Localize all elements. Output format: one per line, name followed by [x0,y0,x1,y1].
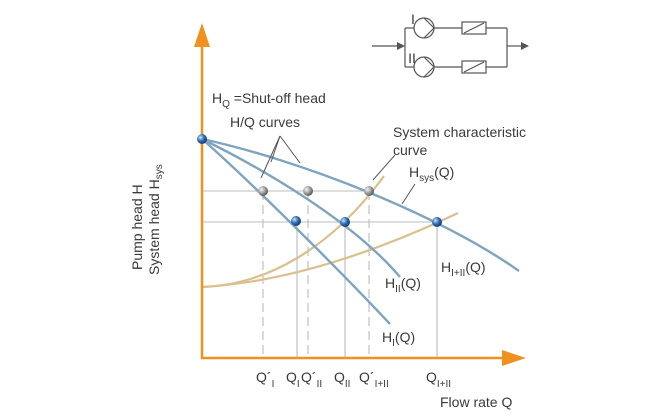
system-leader [372,154,396,181]
schematic-inlet-arrow [397,42,405,50]
axes [194,23,526,366]
point-q2-prime [303,186,313,196]
system-curve-steep [201,175,385,289]
shutoff-point [197,134,207,144]
hsys-leader [401,183,416,205]
x-axis-title: Flow rate Q [440,394,512,410]
system-curve-label-2: curve [393,142,427,158]
point-q1-prime [258,186,268,196]
pump-curves [201,137,520,325]
point-q12-prime [364,186,374,196]
y-axis-arrow [194,23,210,47]
shutoff-label: HQ =Shut-off head [212,90,326,110]
tick-q1-prime: Q´I [256,369,274,390]
horizontal-guides [202,190,438,223]
pump-2-symbol [413,56,435,78]
y-axis-title: Pump head H [129,184,145,270]
curve-h2 [201,137,401,278]
y-label-line2: System head Hsys [146,164,165,275]
tick-q2-prime: Q´II [301,369,322,390]
label-h2: HII(Q) [385,275,421,295]
hq-curves-label: H/Q curves [230,114,300,130]
tick-q12: QI+II [426,369,451,390]
tick-q2: QII [334,369,350,390]
vertical-guides [262,191,438,358]
label-h12: HI+II(Q) [441,259,486,279]
hsys-label: Hsys(Q) [409,164,454,184]
point-q1 [291,216,301,226]
point-q12 [432,217,442,227]
pump-1-symbol [413,17,435,39]
schematic-outlet-arrow [521,42,529,50]
tick-q12-prime: Q´I+II [359,369,389,390]
label-h1: HI(Q) [382,329,415,349]
y-axis-title-2: System head Hsys [146,164,165,275]
curve-h1 [201,138,391,325]
point-q2 [340,217,350,227]
hq-leaders [260,135,301,179]
y-label-line1: Pump head H [129,184,145,270]
x-tick-labels: Q´I QI Q´II QII Q´I+II QI+II [256,369,451,390]
pump-1-label: I [411,11,415,27]
x-axis-arrow [502,350,526,366]
pump-schematic [372,17,529,78]
pump-2-label: II [408,50,416,66]
system-curve-label-1: System characteristic [393,124,526,140]
tick-q1: QI [286,369,300,390]
system-curve-flat [201,212,459,289]
operating-points [197,134,442,227]
system-curves [201,175,459,289]
